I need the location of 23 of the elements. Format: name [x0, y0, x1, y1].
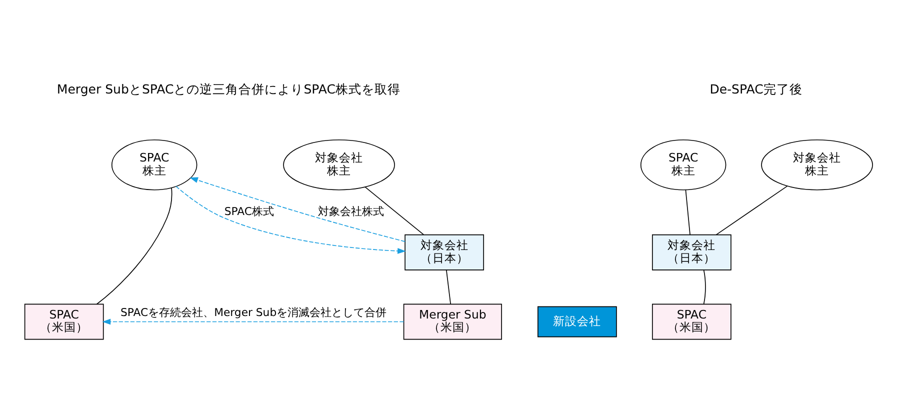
connector: [716, 186, 788, 236]
node-box: 新設会社: [538, 306, 617, 338]
label: De-SPAC完了後: [710, 82, 802, 97]
node-box: SPAC （米国）: [652, 304, 732, 340]
connector: [96, 187, 172, 305]
connector: [446, 270, 452, 305]
connector: [685, 189, 690, 236]
node-box: 対象会社 （日本）: [404, 234, 484, 270]
node-ellipse: 対象会社 株主: [761, 139, 873, 190]
node-ellipse: SPAC 株主: [640, 139, 726, 190]
node-ellipse: 対象会社 株主: [283, 139, 395, 190]
connector: [703, 270, 706, 305]
connector: [364, 186, 424, 236]
node-box: Merger Sub （米国）: [403, 304, 502, 340]
arrow: [176, 186, 406, 254]
node-box: SPAC （米国）: [24, 304, 104, 340]
edge-label: 対象会社株式: [318, 205, 384, 218]
edge-label: SPAC株式: [224, 205, 274, 218]
arrow: [190, 177, 406, 242]
arrow: [102, 318, 404, 325]
label: Merger SubとSPACとの逆三角合併によりSPAC株式を取得: [56, 82, 400, 97]
node-box: 対象会社 （日本）: [652, 234, 732, 270]
edge-label: SPACを存続会社、Merger Subを消滅会社として合併: [120, 306, 387, 320]
